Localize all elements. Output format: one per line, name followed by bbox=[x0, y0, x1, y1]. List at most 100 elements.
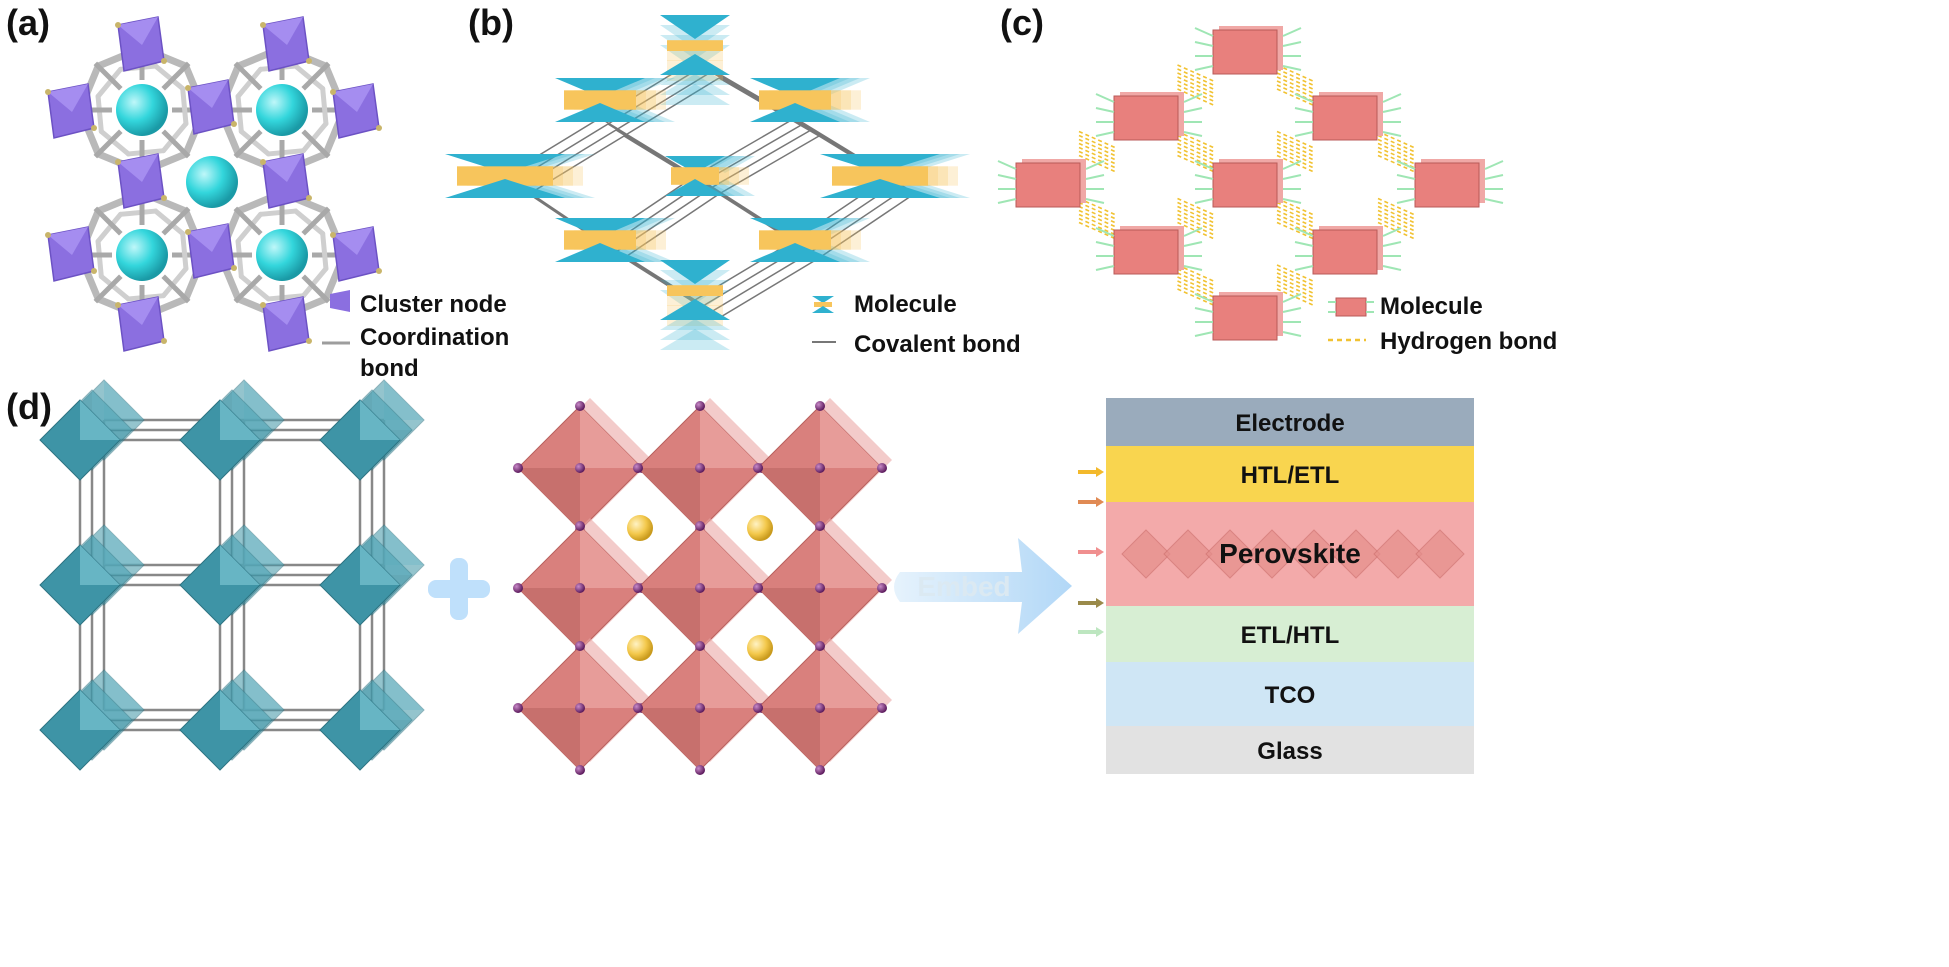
ligand-arm bbox=[1183, 93, 1203, 103]
coordination-bond bbox=[301, 61, 331, 91]
coordination-bond bbox=[238, 273, 271, 302]
molecule-wing-bottom bbox=[445, 179, 565, 198]
ligand-arm bbox=[1294, 107, 1314, 113]
molecule-wing-top bbox=[820, 154, 940, 173]
hof-molecule bbox=[1396, 159, 1504, 208]
halide-atom bbox=[513, 463, 523, 473]
covalent-bond bbox=[710, 129, 812, 189]
legend-b: Molecule Covalent bond bbox=[812, 291, 1021, 358]
molecule-core bbox=[667, 285, 723, 296]
cluster-node-facet bbox=[118, 297, 158, 325]
ligand-arm bbox=[1183, 265, 1203, 271]
octahedron-facet bbox=[518, 588, 580, 650]
halide-atom bbox=[575, 401, 585, 411]
framework-node-facet bbox=[384, 670, 424, 710]
ligand-arm bbox=[1282, 198, 1302, 204]
molecule-core bbox=[759, 230, 831, 250]
ligand-arm bbox=[1484, 198, 1504, 204]
octahedron-facet bbox=[518, 468, 580, 530]
ligand-arm bbox=[1382, 93, 1402, 103]
layer-arrow-head bbox=[1096, 497, 1104, 507]
ligand-arm bbox=[1282, 331, 1302, 337]
cof-molecule bbox=[660, 15, 730, 105]
coordination-bond bbox=[95, 211, 124, 244]
coordination-bond bbox=[95, 93, 104, 134]
node-atom bbox=[306, 338, 312, 344]
framework-node-facet bbox=[92, 535, 132, 575]
hydrogen-bond bbox=[1177, 72, 1214, 90]
hydrogen-bond bbox=[1078, 221, 1116, 240]
molecule-wing-top bbox=[660, 15, 730, 39]
coordination-bond bbox=[235, 211, 264, 244]
coordination-bond bbox=[95, 238, 104, 279]
molecule-core bbox=[667, 70, 723, 81]
hof-molecule bbox=[1294, 226, 1402, 275]
hydrogen-bond bbox=[1177, 276, 1214, 294]
hof-molecule bbox=[1194, 159, 1302, 208]
coordination-bond bbox=[125, 148, 166, 157]
cluster-node-facet bbox=[333, 84, 373, 112]
legend-covalent-bond-label: Covalent bond bbox=[854, 331, 1021, 358]
octahedron-facet bbox=[758, 588, 820, 650]
octahedron-facet bbox=[580, 646, 642, 708]
coordination-bond bbox=[153, 63, 186, 92]
molecule-wing-bottom bbox=[660, 74, 730, 95]
device-layer-label: Electrode bbox=[1235, 410, 1344, 437]
coordination-bond bbox=[301, 129, 331, 159]
coordination-bond bbox=[161, 206, 191, 236]
molecule-wing-bottom bbox=[660, 84, 730, 105]
halide-atom bbox=[877, 583, 887, 593]
halide-atom bbox=[695, 521, 705, 531]
hydrogen-bond bbox=[1276, 68, 1314, 86]
halide-atom bbox=[753, 703, 763, 713]
halide-atom bbox=[815, 521, 825, 531]
ligand-arm bbox=[1194, 174, 1214, 180]
hydrogen-bond bbox=[1377, 146, 1415, 165]
halide-atom bbox=[633, 463, 643, 473]
cluster-node-facet bbox=[333, 227, 373, 255]
mini-octahedron bbox=[1331, 529, 1381, 579]
halide-atom bbox=[695, 765, 705, 775]
hydrogen-bond bbox=[1377, 205, 1415, 224]
ligand-arm bbox=[997, 160, 1017, 170]
ligand-arm bbox=[1282, 65, 1302, 71]
hydrogen-bond bbox=[1177, 272, 1214, 290]
coordination-bond bbox=[265, 148, 306, 157]
cof-molecule bbox=[555, 78, 675, 122]
halide-atom bbox=[695, 401, 705, 411]
ligand-arm bbox=[1282, 307, 1302, 313]
molecule-wing-top bbox=[665, 156, 725, 173]
framework-node-facet bbox=[104, 380, 144, 420]
guest-sphere bbox=[116, 229, 168, 281]
node-atom bbox=[260, 159, 266, 165]
hof-molecules bbox=[997, 26, 1504, 341]
covalent-bond bbox=[623, 193, 720, 259]
coordination-bond bbox=[238, 128, 271, 157]
hydrogen-bond bbox=[1078, 201, 1116, 220]
framework-node-facet bbox=[360, 545, 400, 585]
hydrogen-bond bbox=[1276, 138, 1314, 157]
molecule-wing-bottom bbox=[750, 243, 840, 262]
ligand-arm bbox=[1085, 198, 1105, 204]
guest-spheres bbox=[116, 84, 308, 281]
molecule-front bbox=[1312, 229, 1378, 275]
device-layer-label: ETL/HTL bbox=[1241, 622, 1340, 649]
cluster-node-facet bbox=[263, 17, 303, 45]
cluster-node-facet bbox=[48, 84, 88, 112]
legend-coordination-label-line2: bond bbox=[360, 355, 419, 382]
coordination-bond bbox=[265, 293, 306, 302]
molecule-wing-bottom bbox=[660, 299, 730, 320]
hydrogen-bond bbox=[1177, 209, 1214, 228]
octahedron-facet bbox=[758, 468, 820, 530]
device-layer-label: HTL/ETL bbox=[1241, 462, 1340, 489]
coordination-bond bbox=[93, 129, 123, 159]
halide-atom bbox=[695, 703, 705, 713]
cof-molecule bbox=[665, 156, 755, 196]
hof-structure bbox=[997, 26, 1504, 341]
node-atom bbox=[185, 229, 191, 235]
framework-node-facet bbox=[104, 670, 144, 710]
halide-atom bbox=[575, 521, 585, 531]
covalent-bond bbox=[718, 135, 820, 195]
hydrogen-bond bbox=[1276, 268, 1314, 286]
